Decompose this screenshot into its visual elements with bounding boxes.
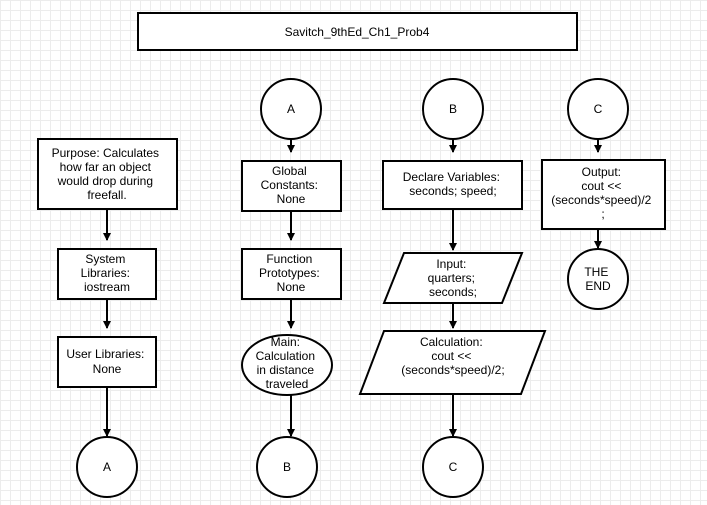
global-constants-box[interactable]: Global Constants: None [241,160,342,212]
title-text: Savitch_9thEd_Ch1_Prob4 [285,25,430,39]
user-libraries-text: User Libraries: None [66,347,147,376]
title-box[interactable]: Savitch_9thEd_Ch1_Prob4 [137,12,578,51]
input-text: Input: quarters; seconds; [428,257,479,299]
main-ellipse[interactable]: Main: Calculation in distance traveled [241,334,333,396]
edges [103,139,602,437]
connector-c-bottom-label: C [449,460,458,474]
connector-c-top-label: C [594,102,603,116]
global-constants-text: Global Constants: None [261,164,322,206]
connector-a-top[interactable]: A [260,78,322,140]
purpose-box[interactable]: Purpose: Calculates how far an object wo… [37,138,178,210]
user-libraries-box[interactable]: User Libraries: None [57,336,157,388]
connector-b-top-label: B [449,102,457,116]
end-text: THE END [584,265,611,293]
system-libraries-text: System Libraries: iostream [81,252,134,294]
declare-variables-text: Declare Variables: seconds; speed; [403,170,504,198]
connector-a-top-label: A [287,102,295,116]
output-text: Output: cout << (seconds*speed)/2 ; [551,165,654,221]
declare-variables-box[interactable]: Declare Variables: seconds; speed; [382,160,523,210]
input-parallelogram[interactable]: Input: quarters; seconds; [382,252,524,304]
connector-a-bottom[interactable]: A [76,436,138,498]
calculation-parallelogram[interactable]: Calculation: cout << (seconds*speed)/2; [358,330,547,395]
connector-b-bottom[interactable]: B [256,436,318,498]
connector-b-top[interactable]: B [422,78,484,140]
system-libraries-box[interactable]: System Libraries: iostream [57,248,157,300]
function-prototypes-text: Function Prototypes: None [259,252,323,294]
connector-c-bottom[interactable]: C [422,436,484,498]
output-box[interactable]: Output: cout << (seconds*speed)/2 ; [541,159,666,230]
function-prototypes-box[interactable]: Function Prototypes: None [241,248,342,300]
connector-b-bottom-label: B [283,460,291,474]
connector-a-bottom-label: A [103,460,111,474]
purpose-text: Purpose: Calculates how far an object wo… [52,146,163,202]
connector-c-top[interactable]: C [567,78,629,140]
main-text: Main: Calculation in distance traveled [256,335,319,391]
calculation-text: Calculation: cout << (seconds*speed)/2; [401,335,504,377]
end-terminal[interactable]: THE END [567,248,629,310]
